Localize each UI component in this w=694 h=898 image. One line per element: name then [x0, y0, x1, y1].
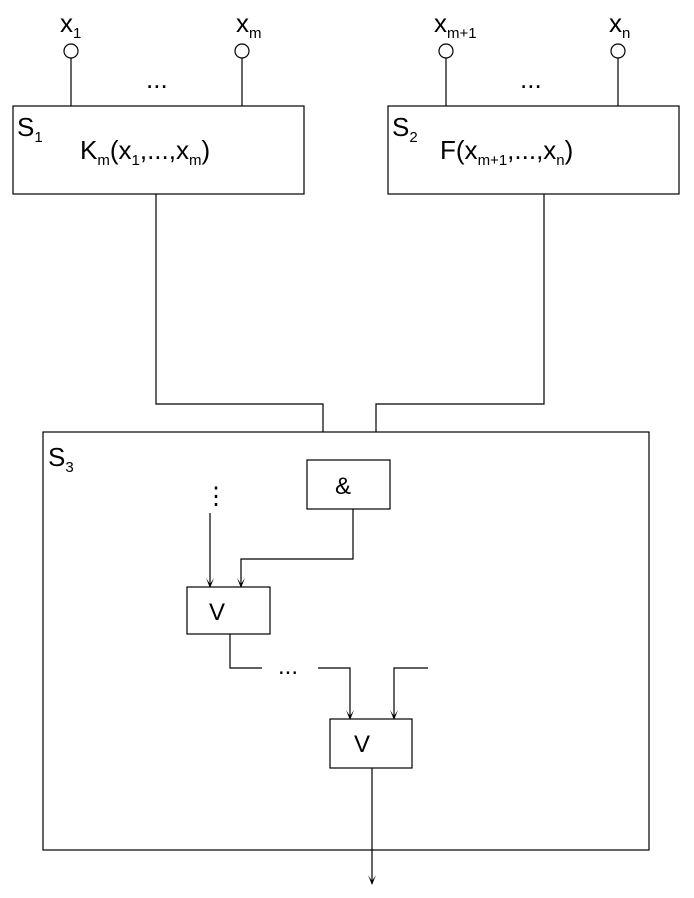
input-xm1-terminal [438, 43, 454, 59]
or-gate-1-symbol: V [209, 599, 225, 626]
s2-label: S2 [392, 112, 418, 146]
s3-label: S3 [48, 442, 74, 476]
input-x1-terminal [63, 43, 79, 59]
input-xm1-label: xm+1 [434, 8, 477, 42]
s2-to-and-wire [372, 194, 545, 461]
input-xm-label: xm [236, 8, 262, 42]
input-x1-label: x1 [60, 8, 81, 42]
and-gate-symbol: & [335, 473, 351, 500]
s1-to-and-wire [155, 194, 327, 461]
extra-input-to-or2-wire [390, 667, 428, 720]
inputs-left-ellipsis: ... [146, 64, 168, 94]
and-gate [306, 459, 391, 510]
s2-formula: F(xm+1,...,xn) [440, 135, 573, 169]
input-terminals [63, 43, 626, 106]
input-xn-terminal [610, 43, 626, 59]
or-gate-2 [329, 718, 413, 769]
chain-ellipsis: ... [278, 653, 298, 680]
s2-block [387, 105, 680, 195]
chain-to-or2-wire [318, 667, 354, 720]
or-gate-1 [186, 586, 271, 635]
input-xn-label: xn [609, 8, 630, 42]
input-xm-terminal [234, 43, 250, 59]
and-to-or1-wire [237, 509, 354, 588]
vertical-ellipsis: ⋮ [204, 483, 228, 510]
or1-output-wire [229, 634, 262, 669]
inputs-right-ellipsis: ... [520, 64, 542, 94]
s1-label: S1 [17, 112, 43, 146]
s1-block [12, 105, 305, 195]
s1-formula: Km(x1,...,xm) [80, 135, 210, 169]
or-gate-2-symbol: V [354, 731, 370, 758]
